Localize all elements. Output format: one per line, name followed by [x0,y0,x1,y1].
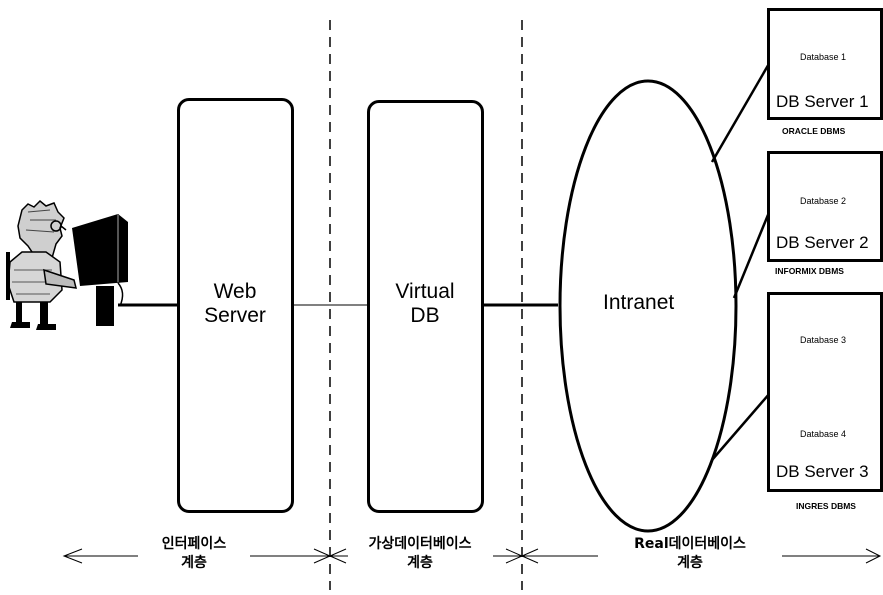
virtual-db-label-line1: Virtual [395,280,455,303]
database-3-label: Database 3 [800,335,847,345]
db-server-2-box [767,151,883,262]
intranet-to-server3-line [711,392,771,461]
db-server-2-label: DB Server 2 [776,233,869,252]
virtual-db-label: Virtual DB [370,280,480,328]
interface-layer-line1: 인터페이스 [161,536,227,552]
oracle-dbms-label: ORACLE DBMS [782,126,846,136]
virtual-db-layer-line2: 계층 [407,555,433,571]
db-server-1-box [767,8,883,120]
real-db-layer-line1: Real데이터베이스 [634,536,746,552]
database-4-label: Database 4 [800,429,847,439]
web-server-label-line2: Server [204,304,266,327]
database-1-label: Database 1 [800,52,847,62]
virtual-db-layer-label: 가상데이터베이스 계층 [346,535,494,573]
db-server-3-label: DB Server 3 [776,462,869,481]
intranet-to-server2-line [732,209,772,299]
interface-layer-label: 인터페이스 계층 [132,535,256,573]
ingres-dbms-label: INGRES DBMS [796,501,856,511]
db-server-3-box [767,292,883,492]
informix-dbms-label: INFORMIX DBMS [775,266,844,276]
db-server-1-label: DB Server 1 [776,92,869,111]
real-db-layer-label: Real데이터베이스 계층 [598,535,782,573]
intranet-ellipse [558,79,738,533]
database-2-label: Database 2 [800,196,847,206]
intranet-to-server1-line [710,61,772,163]
web-server-label: Web Server [180,280,290,328]
web-server-label-line1: Web [213,280,257,303]
virtual-db-layer-line1: 가상데이터베이스 [368,536,472,552]
layer-arrows [62,548,882,564]
interface-layer-line2: 계층 [181,555,207,571]
web-server-box [177,98,294,513]
intranet-label: Intranet [603,291,675,314]
user-at-computer-icon [6,199,128,330]
virtual-db-label-line2: DB [410,304,440,327]
virtual-db-box [367,100,484,513]
real-db-layer-line2: 계층 [677,555,703,571]
